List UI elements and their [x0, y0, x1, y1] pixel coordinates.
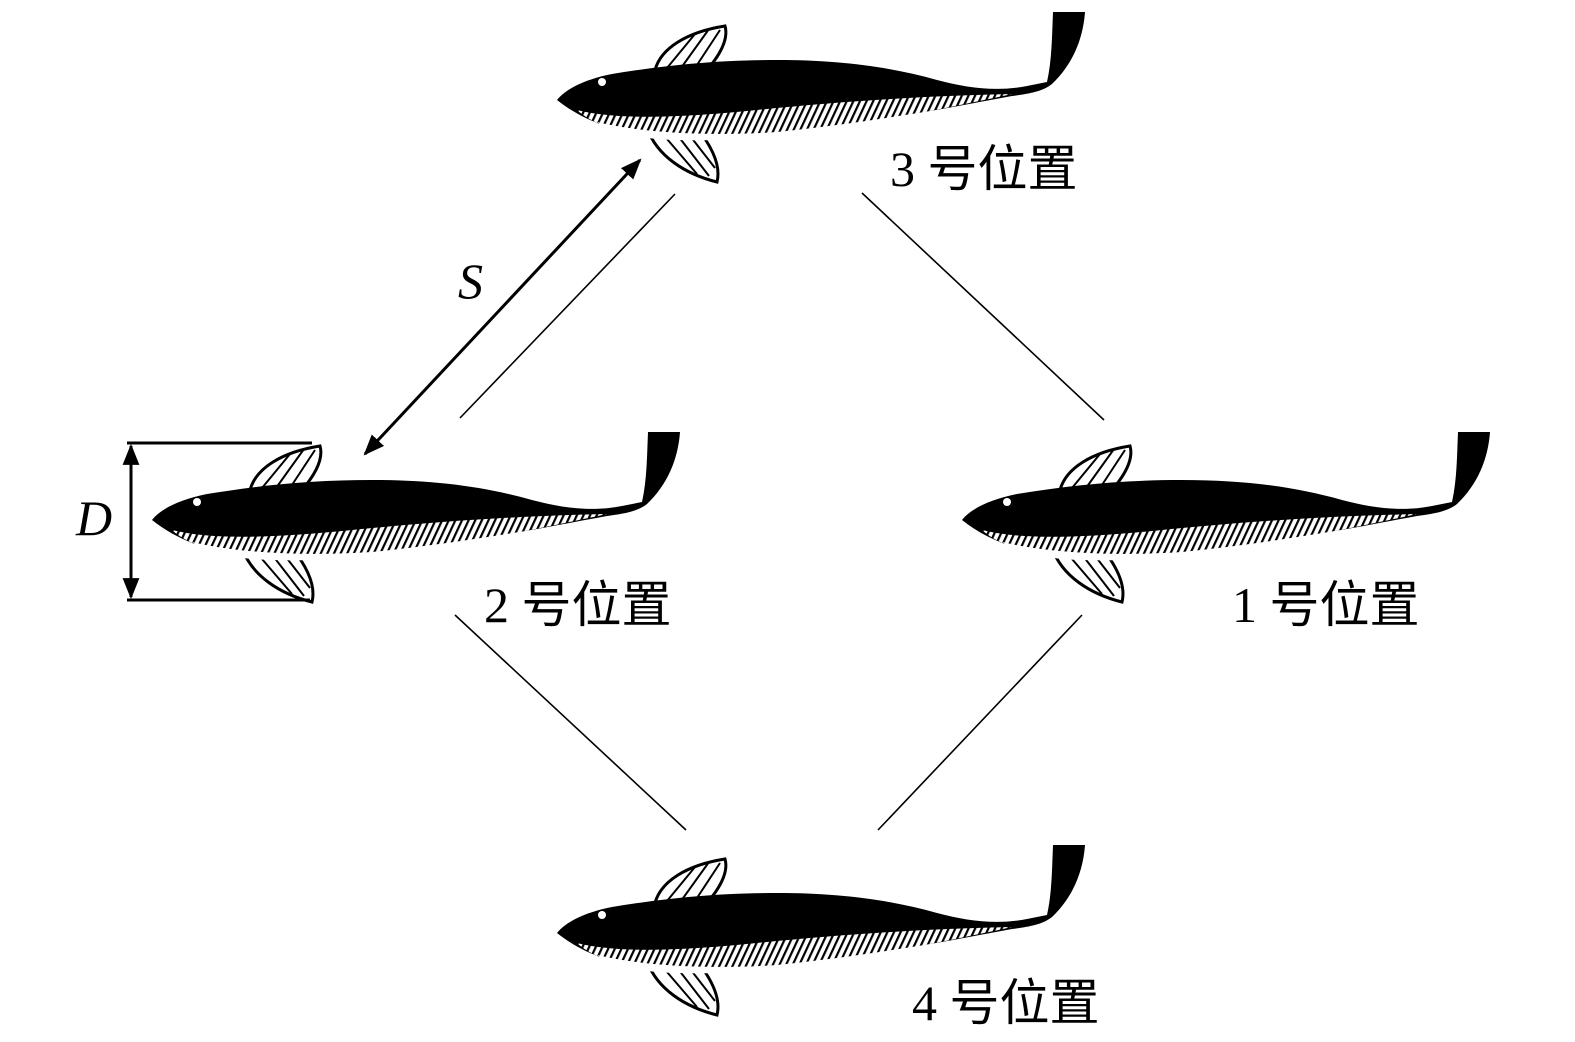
connector-line-3-1 — [861, 192, 1105, 421]
width-symbol: D — [75, 490, 112, 546]
connector-line-1-4 — [877, 614, 1083, 831]
position-4-label: 4 号位置 — [912, 975, 1100, 1031]
position-1-label: 1 号位置 — [1232, 577, 1420, 633]
spacing-arrow — [363, 158, 642, 456]
position-3-label: 3 号位置 — [890, 141, 1078, 197]
connector-line-2-4 — [454, 614, 687, 831]
position-2-label: 2 号位置 — [484, 577, 672, 633]
spacing-symbol: S — [458, 253, 483, 309]
